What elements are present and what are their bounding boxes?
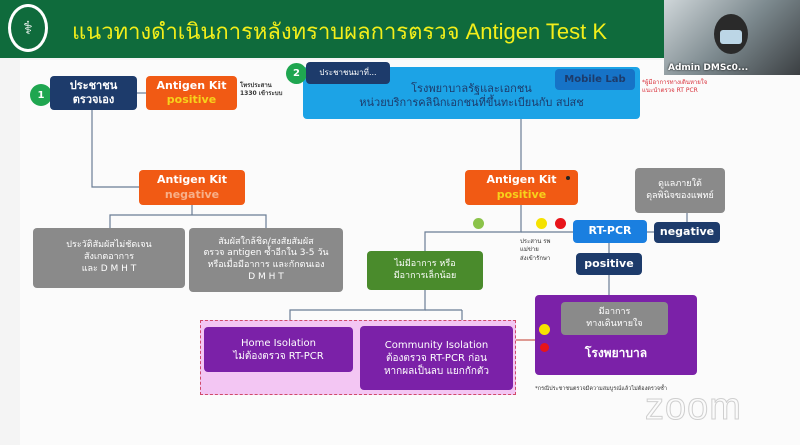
asterisk-dot-icon [566, 176, 570, 180]
unclear-contact-box: ประวัติสัมผัสไม่ชัดเจน สังเกตอาการ และ D… [33, 228, 185, 288]
label: negative [164, 187, 220, 201]
mild-symptoms-box: ไม่มีอาการ หรือ มีอาการเล็กน้อย [367, 251, 483, 290]
label: D M H T [248, 271, 284, 282]
label: ไม่ต้องตรวจ RT-PCR [233, 350, 324, 362]
moph-logo-icon: ⚕ [8, 4, 48, 52]
antigen-negative-box: Antigen Kit negative [139, 170, 245, 205]
label: ต้องตรวจ RT-PCR ก่อน [386, 352, 487, 364]
label: มีอาการ [598, 306, 631, 317]
label: ทางเดินหายใจ [586, 318, 643, 329]
positive-box: positive [576, 253, 642, 275]
respiratory-note: *ผู้มีอาการทางเดินหายใจ แนะนำตรวจ RT PCR [642, 79, 707, 96]
negative-box: negative [654, 222, 720, 243]
slide-title: แนวทางดำเนินการหลังทราบผลการตรวจ Antigen… [72, 19, 608, 44]
label: มีอาการเล็กน้อย [393, 270, 457, 281]
label: หน่วยบริการคลินิกเอกชนที่ขึ้นทะเบียนกับ … [359, 96, 584, 109]
visit-label: ประชาชนมาที่... [306, 62, 390, 84]
label: ไม่มีอาการ หรือ [394, 258, 456, 269]
label: และ D M H T [81, 263, 137, 274]
hospital-label: โรงพยาบาล [584, 346, 648, 360]
label: Antigen Kit [156, 78, 227, 92]
respiratory-symptom-box: มีอาการ ทางเดินหายใจ [561, 302, 668, 335]
home-isolation-box: Home Isolation ไม่ต้องตรวจ RT-PCR [204, 327, 353, 372]
label: positive [166, 93, 217, 106]
label: ประชาชน [69, 78, 118, 92]
label: Home Isolation [240, 337, 317, 349]
step-1-badge: 1 [30, 84, 52, 106]
footnote: *กรณีประชาชนตรวจมีความสมบูรณ์แล้วไม่ต้อง… [535, 386, 667, 392]
label: Antigen Kit [157, 173, 227, 187]
connector [109, 214, 267, 228]
label: แนะนำตรวจ RT PCR [642, 87, 698, 95]
label: Antigen Kit [486, 173, 557, 187]
label: สังเกตอาการ [83, 252, 135, 263]
mask [720, 30, 742, 44]
label: ดูแลภายใต้ [658, 178, 702, 189]
participant-name: Admin DMSc0... [668, 63, 749, 73]
label: ประสาน รพ [520, 238, 551, 245]
red-dot-icon [555, 218, 566, 229]
step-2-badge: 2 [286, 63, 307, 84]
refer-note: ประสาน รพ แม่ข่าย ส่งเข้ารักษา [520, 238, 550, 263]
red-dot-icon [540, 343, 549, 352]
label: *ผู้มีอาการทางเดินหายใจ [642, 79, 708, 86]
label: 1330 เข้าระบบ [240, 90, 283, 98]
antigen-positive-box-2: Antigen Kit positive [465, 170, 578, 205]
close-contact-box: สัมผัสใกล้ชิด/สงสัยสัมผัส ตรวจ antigen ซ… [189, 228, 343, 292]
zoom-watermark: zoom [645, 386, 742, 429]
label: โรงพยาบาลรัฐและเอกชน [411, 81, 532, 95]
antigen-positive-box-1: Antigen Kit positive [146, 76, 237, 110]
connector [424, 205, 522, 251]
label: สัมผัสใกล้ชิด/สงสัยสัมผัส [218, 236, 314, 247]
label: ประวัติสัมผัสไม่ชัดเจน [66, 240, 152, 251]
label: หรือเมื่อมีอาการ และกักตนเอง [207, 260, 325, 270]
label: positive [496, 187, 547, 201]
connector [289, 290, 426, 327]
label: แม่ข่าย [520, 246, 539, 254]
label: Community Isolation [384, 339, 489, 351]
label: ส่งเข้ารักษา [520, 254, 551, 262]
green-dot-icon [473, 218, 484, 229]
label: ดุลพินิจของแพทย์ [646, 190, 714, 201]
community-isolation-box: Community Isolation ต้องตรวจ RT-PCR ก่อน… [360, 326, 513, 390]
participant-video[interactable]: Admin DMSc0... [664, 0, 800, 75]
label: ตรวจเอง [72, 93, 115, 106]
yellow-dot-icon [539, 324, 550, 335]
label: โทรประสาน [240, 82, 272, 89]
yellow-dot-icon [536, 218, 547, 229]
label: ตรวจ antigen ซ้ำอีกใน 3-5 วัน [203, 248, 329, 259]
call-note: โทรประสาน 1330 เข้าระบบ [240, 82, 282, 99]
mobile-lab-tag: Mobile Lab [555, 69, 635, 90]
label: หากผลเป็นลบ แยกกักตัว [383, 365, 490, 377]
doctor-discretion-box: ดูแลภายใต้ ดุลพินิจของแพทย์ [635, 168, 725, 213]
self-test-box: ประชาชน ตรวจเอง [50, 76, 137, 110]
connector [91, 110, 139, 188]
rt-pcr-box: RT-PCR [573, 220, 647, 243]
